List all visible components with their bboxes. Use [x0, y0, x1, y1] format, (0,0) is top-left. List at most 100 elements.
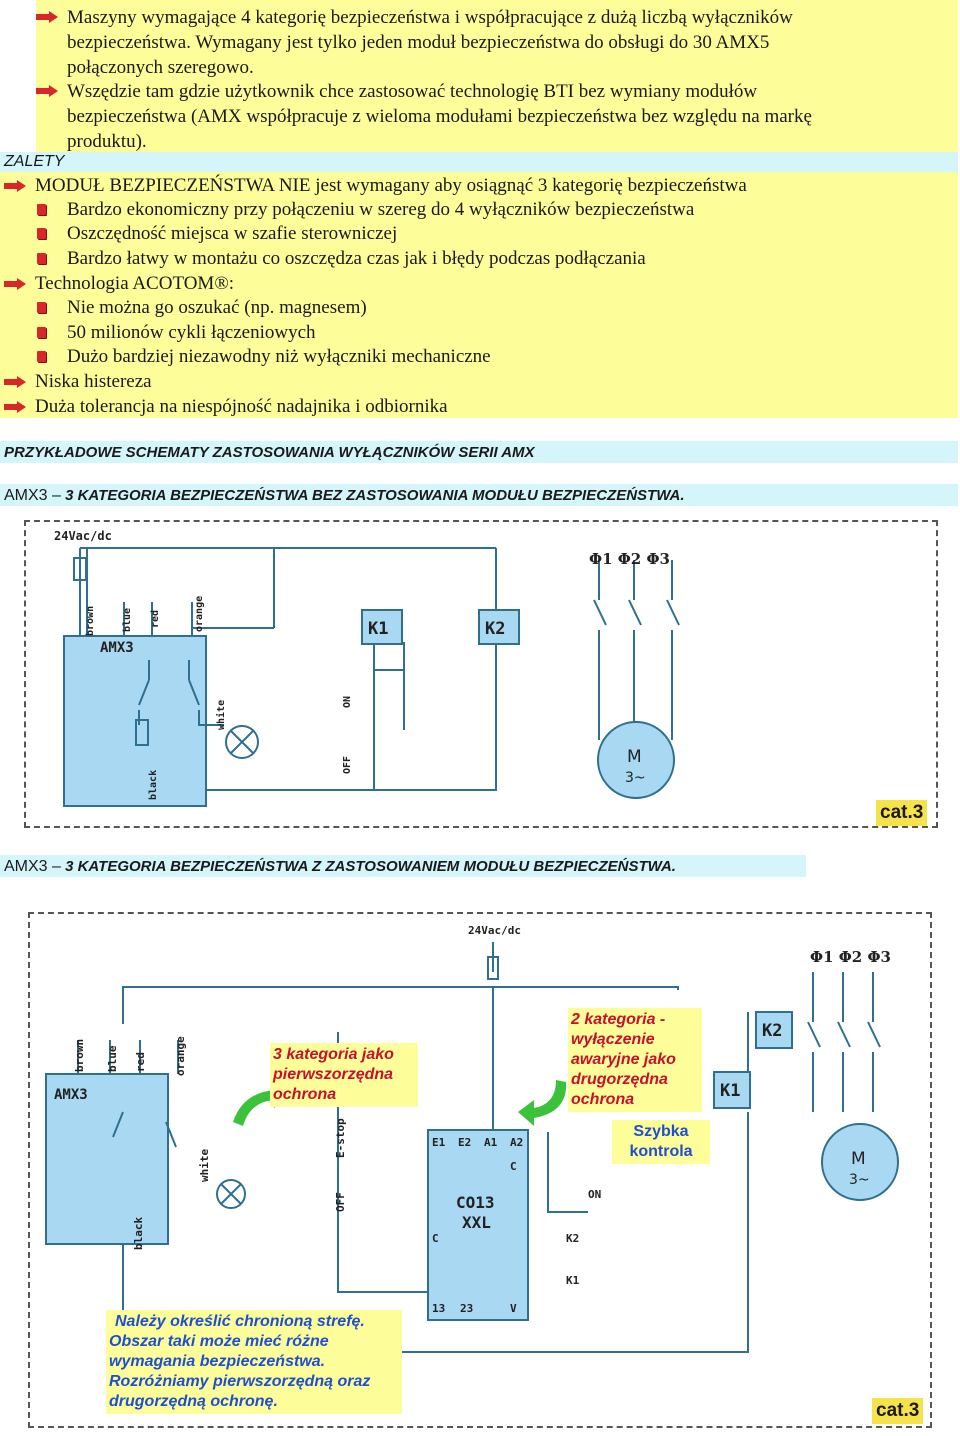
wire-red: red [134, 1052, 147, 1072]
wire-orange: orange [194, 596, 205, 632]
zalety-subitem: Bardzo ekonomiczny przy połączeniu w sze… [67, 199, 695, 220]
green-arrow-icon [518, 1080, 567, 1126]
callout-line: drugorzędna [571, 1071, 668, 1088]
zalety-item: Technologia ACOTOM®: [35, 273, 235, 294]
zalety-title: ZALETY [4, 153, 65, 170]
intro-line: bezpieczeństwa. Wymagany jest tylko jede… [67, 32, 770, 53]
heading-prefix: AMX3 – [4, 858, 61, 875]
supply-label: 24Vac/dc [468, 924, 521, 937]
phases-label: Φ1 Φ2 Φ3 [589, 550, 670, 568]
k2-label: K2 [762, 1021, 782, 1041]
note-line: drugorzędną ochronę. [109, 1393, 278, 1410]
note-line: wymagania bezpieczeństwa. [109, 1353, 326, 1370]
wiring-diagram-1: 24Vac/dc AMX3 K1 K2 Φ1 Φ2 Φ3 M 3~ brown … [54, 529, 680, 807]
motor-label: M [851, 1149, 866, 1169]
callout-line: Szybka [633, 1123, 689, 1140]
wire-red: red [150, 610, 161, 628]
note-line: Należy określić chronioną strefę. [115, 1313, 365, 1330]
k2-label: K2 [485, 619, 505, 639]
supply-label: 24Vac/dc [54, 529, 112, 543]
wire-brown: brown [85, 606, 96, 636]
callout-line: wyłączenie [571, 1031, 655, 1048]
wire-blue: blue [122, 608, 133, 632]
motor-icon [821, 1123, 899, 1201]
zalety-item: Duża tolerancja na niespójność nadajnika… [35, 396, 448, 417]
section-title: PRZYKŁADOWE SCHEMATY ZASTOSOWANIA WYŁĄCZ… [4, 444, 535, 461]
diagram2-heading: AMX3 – 3 KATEGORIA BEZPIECZEŃSTWA Z ZAST… [4, 858, 676, 876]
arrow-bullet-icon [4, 278, 26, 290]
diagram2-heading-band [0, 855, 806, 877]
zalety-subitem: Nie można go oszukać (np. magnesem) [67, 297, 367, 318]
note-line: Obszar taki może mieć różne [109, 1333, 329, 1350]
intro-line: połączonych szeregowo. [67, 57, 254, 78]
wire-orange: orange [174, 1036, 187, 1076]
zalety-subitem: 50 milionów cykli łączeniowych [67, 322, 316, 343]
arrow-bullet-icon [4, 180, 26, 192]
arrow-bullet-icon [4, 376, 26, 388]
wiring-diagram-2: 24Vac/dc AMX3 CO13 XXL E1 E2 A1 A2 13 23… [45, 924, 899, 1353]
co13-module [427, 1129, 529, 1321]
square-bullet-icon [37, 253, 46, 264]
module-term: A1 [484, 1136, 498, 1149]
phases-label: Φ1 Φ2 Φ3 [810, 948, 891, 966]
protected-zone-note: Należy określić chronioną strefę. Obszar… [106, 1310, 402, 1414]
diagram1-heading: AMX3 – 3 KATEGORIA BEZPIECZEŃSTWA BEZ ZA… [4, 487, 685, 505]
callout-secondary-protection: 2 kategoria - wyłączenie awaryjne jako d… [568, 1008, 702, 1112]
intro-highlight [36, 0, 958, 152]
callout-line: 2 kategoria - [571, 1011, 666, 1028]
motor-label: M [627, 747, 642, 767]
square-bullet-icon [37, 351, 46, 362]
amx3-box [45, 1073, 169, 1245]
k2-coil [478, 609, 520, 645]
module-term: 13 [432, 1302, 445, 1315]
motor-icon [597, 721, 675, 799]
square-bullet-icon [37, 302, 46, 313]
callout-line: awaryjne jako [571, 1051, 676, 1068]
zalety-highlight [0, 172, 958, 418]
device-label: AMX3 [100, 640, 134, 656]
device-label: AMX3 [54, 1087, 88, 1103]
on-label: ON [342, 696, 353, 708]
on-label: ON [588, 1188, 601, 1201]
intro-line: Wszędzie tam gdzie użytkownik chce zasto… [67, 81, 758, 102]
module-term: E2 [458, 1136, 471, 1149]
intro-line: bezpieczeństwa (AMX współpracuje z wielo… [67, 106, 812, 127]
callout-line: ochrona [273, 1086, 337, 1103]
motor-sub-label: 3~ [849, 1172, 870, 1188]
zalety-subitem: Oszczędność miejsca w szafie sterownicze… [67, 223, 398, 244]
diagram2-frame [28, 912, 932, 1428]
arrow-bullet-icon [36, 85, 58, 97]
module-term: V [510, 1302, 517, 1315]
module-term: 23 [460, 1302, 473, 1315]
diagram1-frame [24, 520, 938, 828]
wire-black: black [148, 770, 159, 800]
fuse-icon [487, 956, 499, 980]
wire-brown: brown [73, 1039, 86, 1072]
k2-small: K2 [566, 1232, 579, 1245]
heading-text: 3 KATEGORIA BEZPIECZEŃSTWA BEZ ZASTOSOWA… [65, 487, 685, 504]
module-c: C [510, 1160, 517, 1173]
module-term: A2 [510, 1136, 523, 1149]
module-term: E1 [432, 1136, 446, 1149]
diagram1-heading-band [0, 484, 958, 506]
k2-coil [755, 1011, 793, 1049]
estop-label: E-stop [334, 1118, 347, 1158]
callout-primary-protection: 3 kategoria jako pierwszorzędna ochrona [270, 1043, 418, 1107]
k1-label: K1 [720, 1081, 740, 1101]
zalety-subitem: Bardzo łatwy w montażu co oszczędza czas… [67, 248, 646, 269]
callout-line: pierwszorzędna [273, 1066, 394, 1083]
callout-fast-check: Szybka kontrola [612, 1120, 710, 1164]
off-label: OFF [342, 756, 353, 774]
heading-text: 3 KATEGORIA BEZPIECZEŃSTWA Z ZASTOSOWANI… [65, 858, 676, 875]
wire-blue: blue [106, 1045, 119, 1072]
module-name: CO13 [456, 1193, 495, 1212]
zalety-item: MODUŁ BEZPIECZEŃSTWA NIE jest wymagany a… [35, 175, 747, 196]
zalety-header-band [0, 152, 958, 172]
resistor-icon [135, 719, 149, 746]
arrow-bullet-icon [36, 11, 58, 23]
zalety-subitem: Dużo bardziej niezawodny niż wyłączniki … [67, 346, 491, 367]
intro-line: produktu). [67, 131, 147, 152]
k1-label: K1 [368, 619, 388, 639]
callout-line: ochrona [571, 1091, 635, 1108]
intro-line: Maszyny wymagające 4 kategorię bezpiecze… [67, 7, 793, 28]
